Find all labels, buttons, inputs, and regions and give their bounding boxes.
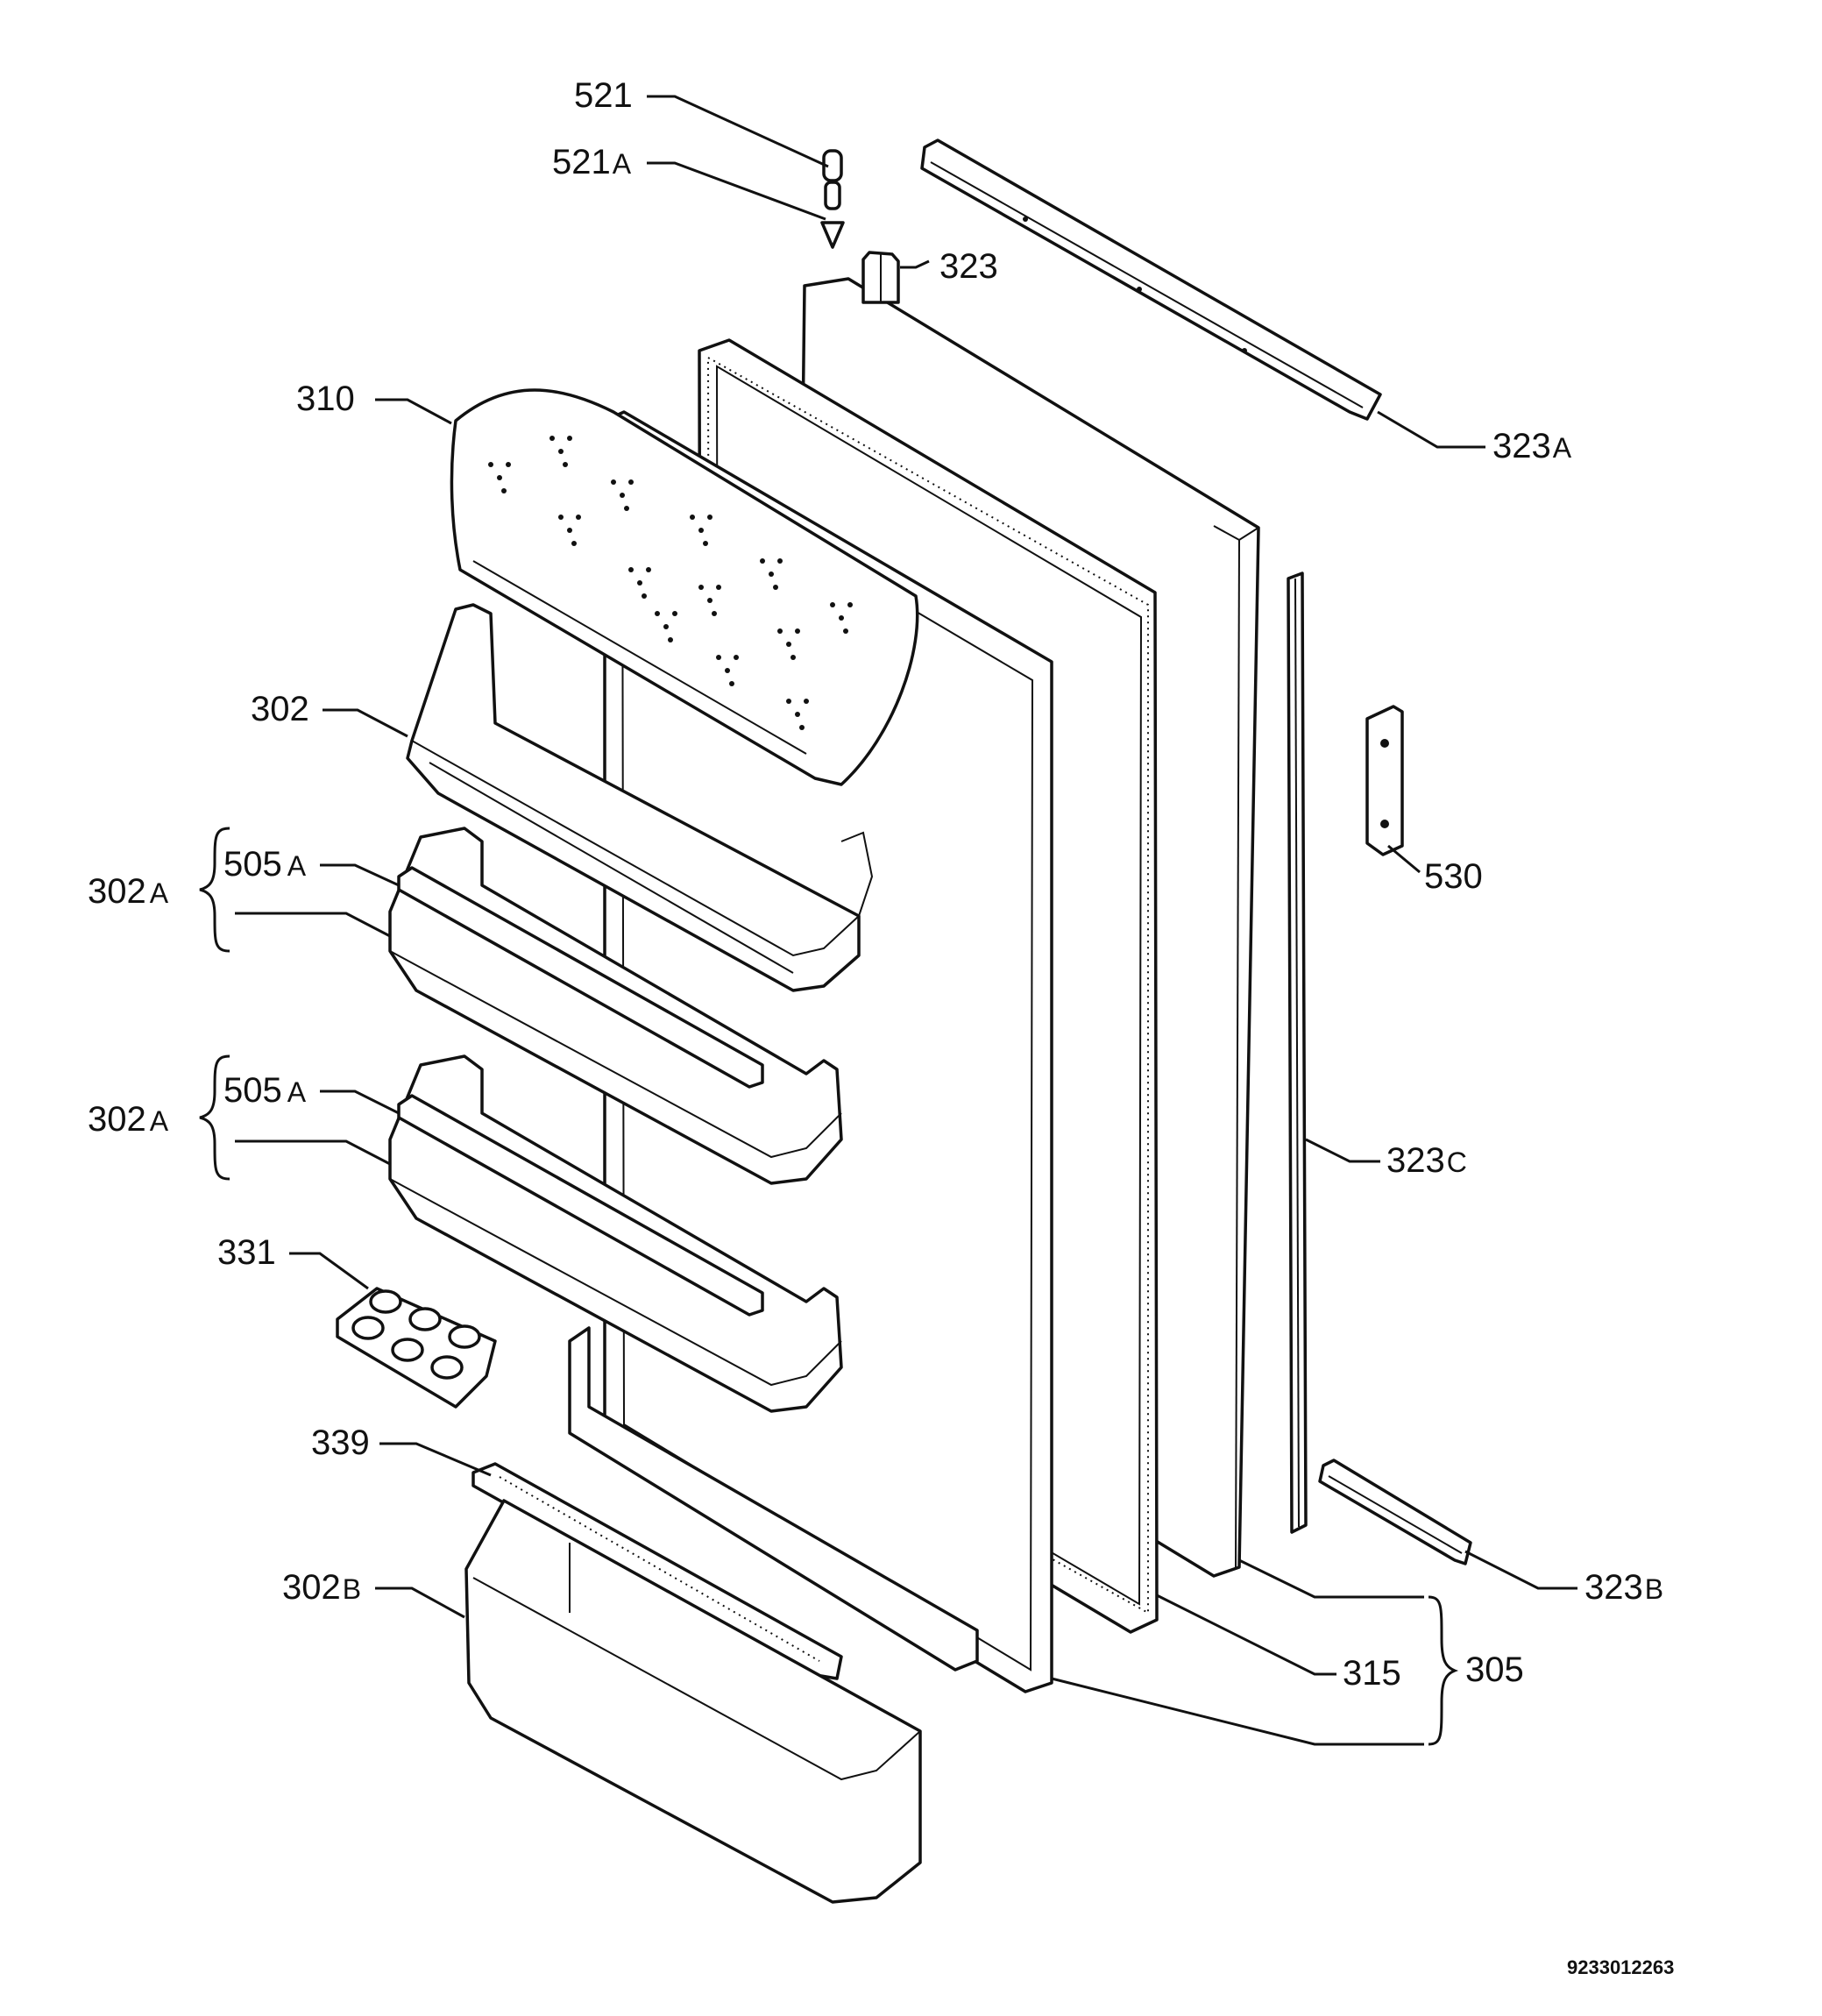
label-505a-lower-number: 505 [223, 1071, 282, 1110]
part-302b-bottle-shelf [464, 1499, 922, 1904]
part-302a-shelf-lower [388, 1054, 843, 1413]
label-302b: 302B [282, 1568, 361, 1607]
label-302a-lower-suffix: A [150, 1105, 169, 1137]
part-323a-top-bar [920, 138, 1382, 421]
document-number: 9233012263 [1567, 1956, 1674, 1978]
label-310: 310 [296, 380, 355, 418]
bracket-302a-upper [199, 827, 230, 953]
label-302a-upper-suffix: A [150, 877, 169, 909]
label-323c-number: 323 [1386, 1141, 1445, 1180]
part-302-door-shelf [406, 603, 874, 992]
label-521a: 521A [552, 143, 632, 181]
cover-vent-pattern [488, 436, 853, 730]
part-339-bottle-retainer [471, 1462, 843, 1680]
label-521a-number: 521 [552, 143, 611, 181]
label-339: 339 [311, 1423, 370, 1462]
label-323c: 323C [1386, 1141, 1467, 1180]
label-305: 305 [1465, 1650, 1524, 1689]
label-323a: 323A [1492, 427, 1572, 465]
label-505a-upper-number: 505 [223, 845, 282, 884]
label-323b-suffix: B [1645, 1573, 1663, 1605]
label-505a-lower-suffix: A [287, 1076, 307, 1108]
part-530-bracket [1365, 705, 1404, 856]
label-302a-upper-number: 302 [88, 872, 146, 911]
label-302b-suffix: B [343, 1573, 361, 1605]
bracket-302a-lower [199, 1054, 230, 1181]
label-323a-number: 323 [1492, 427, 1551, 465]
label-323a-suffix: A [1553, 432, 1572, 464]
leader-lines [235, 95, 1577, 1746]
label-521: 521 [574, 76, 633, 115]
part-323-clip [861, 251, 900, 304]
label-331: 331 [217, 1233, 276, 1272]
label-323b: 323B [1585, 1568, 1663, 1607]
label-323b-number: 323 [1585, 1568, 1643, 1607]
bracket-305 [1428, 1595, 1459, 1746]
part-302a-shelf-upper [388, 827, 843, 1185]
label-323c-suffix: C [1447, 1146, 1467, 1178]
part-323c-side-strip [1287, 571, 1308, 1534]
part-331-egg-tray [336, 1287, 497, 1409]
label-521a-suffix: A [613, 148, 632, 180]
label-530: 530 [1424, 857, 1483, 896]
label-302a-lower-number: 302 [88, 1100, 146, 1139]
part-310-cover [450, 388, 919, 786]
label-323: 323 [939, 247, 998, 286]
label-302: 302 [251, 690, 309, 728]
label-302b-number: 302 [282, 1568, 341, 1607]
part-323b-bottom-hinge [1318, 1459, 1472, 1565]
label-315: 315 [1343, 1654, 1401, 1693]
part-inner-liner-lower-frame [568, 1326, 979, 1672]
label-505a-upper-suffix: A [287, 850, 307, 882]
